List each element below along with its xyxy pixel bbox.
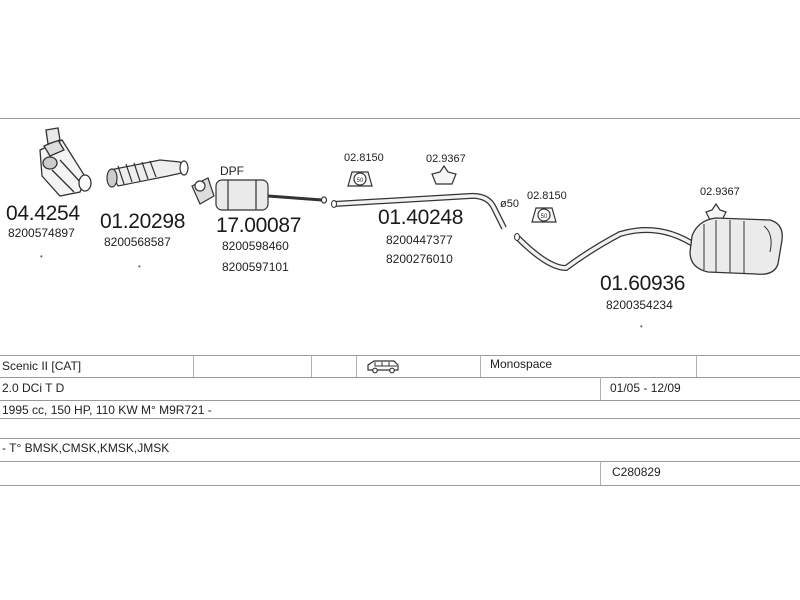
dpf-label: DPF [220,164,244,178]
clamp-drawing-1: 50 [347,171,373,187]
model-cell: Scenic II [CAT] [2,359,82,373]
specs-cell: 1995 cc, 150 HP, 110 KW M° M9R721 - [2,403,212,417]
flex-pipe-drawing [106,159,189,188]
oem-number-catalytic-converter: 8200574897 [8,226,75,240]
dot-mark: • [138,262,141,271]
oem-number-dpf-2: 8200597101 [222,260,289,274]
clamp-number-4[interactable]: 02.9367 [700,186,740,198]
table-row-divider [0,418,800,419]
table-top-border [0,355,800,356]
oem-number-rear-silencer: 8200354234 [606,298,673,312]
table-row-divider [0,400,800,401]
table-row-divider [0,377,800,378]
svg-text:50: 50 [357,178,364,184]
part-number-catalytic-converter[interactable]: 04.4254 [6,202,80,225]
middle-pipe-drawing [331,192,507,230]
svg-text:50: 50 [541,214,548,220]
table-row-divider [0,438,800,439]
catalytic-converter-drawing [39,127,92,197]
table-col-divider [193,355,194,377]
part-number-flex-pipe[interactable]: 01.20298 [100,210,186,233]
part-number-dpf[interactable]: 17.00087 [216,214,302,237]
engine-cell: 2.0 DCi T D [2,381,65,395]
top-border [0,118,800,119]
table-col-divider [480,355,481,377]
dates-cell: 01/05 - 12/09 [610,381,681,395]
table-row-divider [0,461,800,462]
part-number-middle-pipe[interactable]: 01.40248 [378,206,464,229]
clamp-number-3[interactable]: 02.8150 [527,190,567,202]
table-bottom-border [0,485,800,486]
table-col-divider [600,377,601,400]
table-col-divider [311,355,312,377]
table-col-divider [696,355,697,377]
clamp-number-2[interactable]: 02.9367 [426,153,466,165]
dot-mark: • [640,322,643,331]
part-number-rear-silencer[interactable]: 01.60936 [600,272,686,295]
clamp-drawing-2 [431,164,457,185]
clamp-number-1[interactable]: 02.8150 [344,152,384,164]
table-col-divider [600,461,601,485]
oem-number-flex-pipe: 8200568587 [104,235,171,249]
reference-cell: C280829 [612,465,661,479]
oem-number-dpf-1: 8200598460 [222,239,289,253]
oem-number-middle-pipe-2: 8200276010 [386,252,453,266]
table-col-divider [356,355,357,377]
dpf-drawing [191,177,328,211]
clamp-drawing-3: 50 [531,207,557,223]
codes-cell: - T° BMSK,CMSK,KMSK,JMSK [2,441,170,455]
clamp-drawing-4 [705,202,727,221]
pipe-diameter-label: ø50 [500,198,519,210]
oem-number-middle-pipe-1: 8200447377 [386,233,453,247]
minivan-icon [367,360,399,374]
body-type-cell: Monospace [490,357,553,371]
dot-mark: • [40,252,43,261]
rear-silencer-drawing [514,217,783,275]
